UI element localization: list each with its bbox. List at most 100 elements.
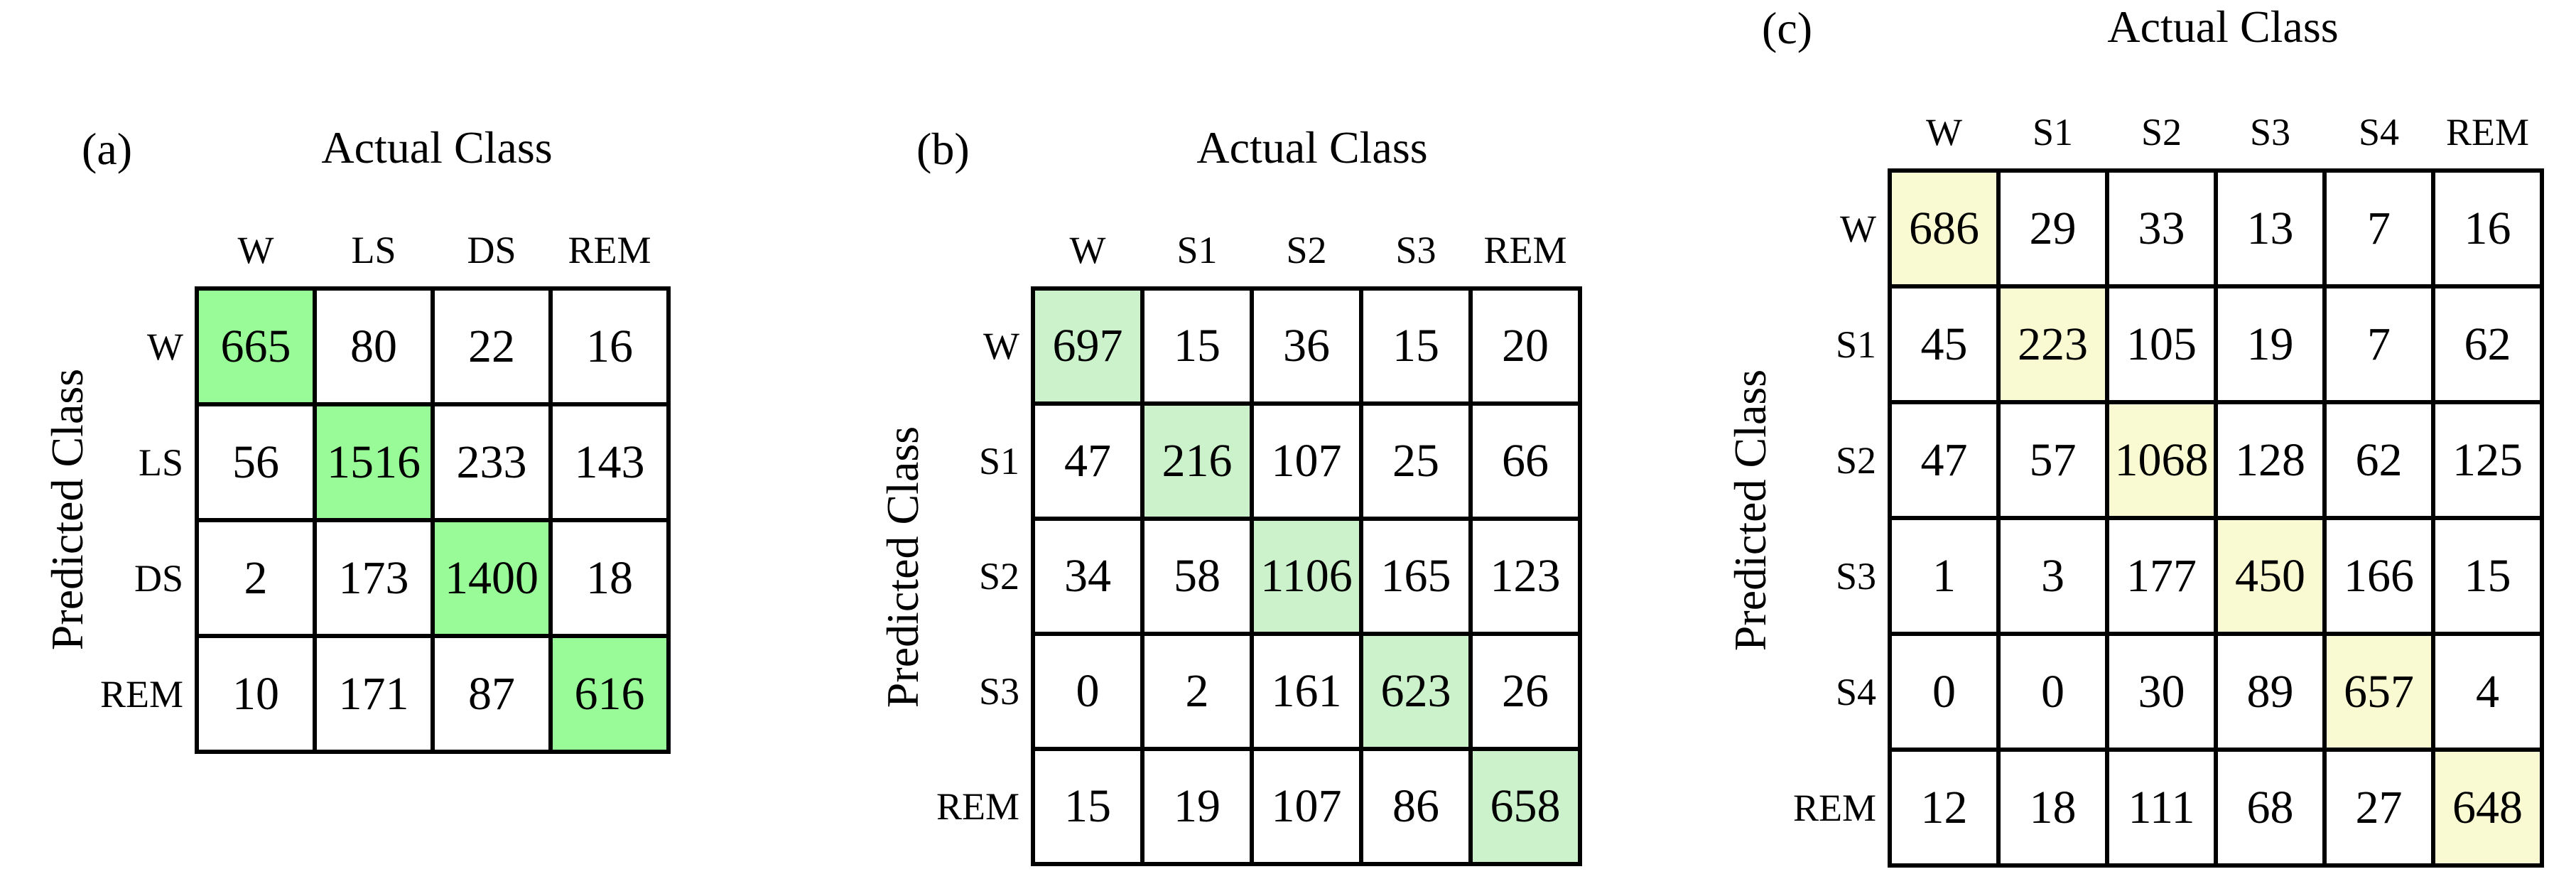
matrix-cell-diagonal: 450	[2214, 516, 2327, 636]
column-header: W	[1926, 111, 1962, 153]
matrix-cell-diagonal: 1400	[431, 518, 553, 638]
row-header: S3	[1835, 554, 1876, 598]
matrix-cell: 7	[2322, 284, 2435, 404]
matrix-cell: 80	[313, 286, 435, 406]
matrix-cell: 107	[1250, 401, 1363, 521]
matrix-cell: 62	[2322, 400, 2435, 520]
matrix-cell: 34	[1031, 517, 1144, 636]
matrix-cell: 18	[1996, 748, 2109, 868]
column-header: S2	[2141, 111, 2182, 153]
matrix-cell: 177	[2105, 516, 2218, 636]
confusion-matrix-panel-a: (a) Actual Class Predicted Class W LS DS RE…	[42, 122, 678, 754]
matrix-cell: 57	[1996, 400, 2109, 520]
corner-spacer	[1782, 72, 1890, 171]
matrix-cell-diagonal: 223	[1996, 284, 2109, 404]
matrix-cell-diagonal: 1106	[1250, 517, 1363, 636]
matrix-cell: 171	[313, 634, 435, 754]
matrix-cell: 13	[2214, 168, 2327, 288]
matrix-cell: 2	[1140, 632, 1254, 751]
matrix-cell: 0	[1031, 632, 1144, 751]
actual-class-title: Actual Class	[2107, 1, 2339, 52]
predicted-class-label: Predicted Class	[877, 426, 928, 708]
matrix-cell: 68	[2214, 748, 2327, 868]
matrix-cell: 16	[548, 286, 671, 406]
matrix-cell-diagonal: 665	[195, 286, 317, 406]
panel-label: (b)	[916, 124, 970, 174]
matrix-cell-diagonal: 657	[2322, 632, 2435, 752]
row-header: REM	[936, 785, 1019, 828]
matrix-cell: 19	[2214, 284, 2327, 404]
column-header: S1	[1176, 229, 1218, 271]
matrix-cell-diagonal: 216	[1140, 401, 1254, 521]
matrix-cell: 47	[1888, 400, 2001, 520]
matrix-cell: 15	[1031, 747, 1144, 866]
column-header: S4	[2358, 111, 2400, 153]
matrix-cell: 30	[2105, 632, 2218, 752]
matrix-cell: 56	[195, 402, 317, 522]
row-header: S3	[978, 670, 1019, 713]
row-header: S1	[1835, 323, 1876, 366]
matrix-cell-diagonal: 623	[1359, 632, 1473, 751]
matrix-cell: 7	[2322, 168, 2435, 288]
matrix-cell: 111	[2105, 748, 2218, 868]
matrix-cell: 18	[548, 518, 671, 638]
matrix-cell: 166	[2322, 516, 2435, 636]
matrix-cell: 0	[1996, 632, 2109, 752]
matrix-cell: 22	[431, 286, 553, 406]
row-header: S2	[1835, 438, 1876, 482]
column-header: W	[237, 229, 274, 271]
column-header: S3	[1395, 229, 1436, 271]
predicted-class-label: Predicted Class	[42, 368, 92, 651]
column-header: REM	[568, 229, 651, 271]
panel-label: (c)	[1762, 3, 1813, 53]
matrix-cell: 33	[2105, 168, 2218, 288]
matrix-cell: 29	[1996, 168, 2109, 288]
matrix-cell: 20	[1468, 286, 1582, 406]
column-header: REM	[1483, 229, 1567, 271]
matrix-cell-diagonal: 1516	[313, 402, 435, 522]
row-header: S2	[978, 555, 1019, 598]
matrix-cell: 87	[431, 634, 553, 754]
matrix-cell-diagonal: 686	[1888, 168, 2001, 288]
matrix-cell: 143	[548, 402, 671, 522]
actual-class-title: Actual Class	[321, 122, 553, 173]
matrix-cell: 16	[2431, 168, 2544, 288]
matrix-cell: 58	[1140, 517, 1254, 636]
predicted-class-label: Predicted Class	[1725, 369, 1775, 652]
matrix-cell: 12	[1888, 748, 2001, 868]
matrix-cell: 128	[2214, 400, 2327, 520]
matrix-cell: 45	[1888, 284, 2001, 404]
row-header: LS	[138, 441, 183, 484]
matrix-cell: 15	[1140, 286, 1254, 406]
matrix-cell-diagonal: 1068	[2105, 400, 2218, 520]
matrix-cell: 233	[431, 402, 553, 522]
matrix-cell: 66	[1468, 401, 1582, 521]
row-header: REM	[99, 672, 183, 716]
matrix-cell: 107	[1250, 747, 1363, 866]
matrix-cell: 15	[2431, 516, 2544, 636]
panel-label: (a)	[82, 124, 133, 174]
matrix-cell: 27	[2322, 748, 2435, 868]
matrix-cell: 89	[2214, 632, 2327, 752]
row-header: W	[1840, 207, 1876, 250]
row-header: W	[983, 325, 1019, 367]
row-header: DS	[134, 556, 183, 600]
matrix-cell: 0	[1888, 632, 2001, 752]
matrix-cell: 165	[1359, 517, 1473, 636]
matrix-cell: 105	[2105, 284, 2218, 404]
matrix-cell-diagonal: 697	[1031, 286, 1144, 406]
matrix-cell-diagonal: 658	[1468, 747, 1582, 866]
matrix-cell: 62	[2431, 284, 2544, 404]
matrix-cell-diagonal: 648	[2431, 748, 2544, 868]
column-header: DS	[467, 229, 516, 271]
row-header: S1	[978, 440, 1019, 482]
matrix-cell: 15	[1359, 286, 1473, 406]
matrix-cell: 19	[1140, 747, 1254, 866]
column-header: S1	[2032, 111, 2074, 153]
